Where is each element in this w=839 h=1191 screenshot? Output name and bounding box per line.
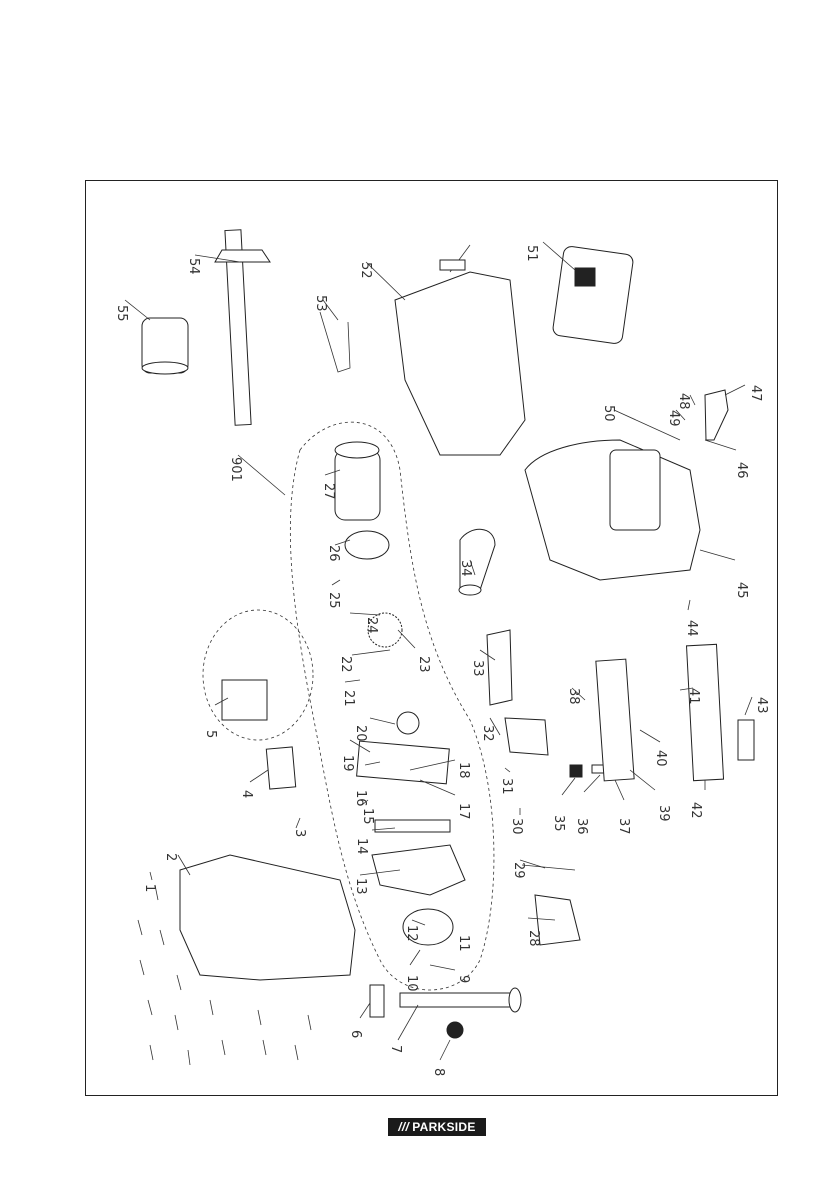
part-label-50: 50 [601,405,616,422]
part-label-35: 35 [551,815,566,832]
part-label-49: 49 [666,410,681,427]
part-label-55: 55 [114,305,129,322]
part-label-48: 48 [676,393,691,410]
part-label-16: 16 [353,790,368,807]
part-label-27: 27 [321,483,336,500]
part-label-10: 10 [404,975,419,992]
part-label-5: 5 [203,730,218,738]
part-label-9: 9 [456,975,471,983]
part-label-18: 18 [456,762,471,779]
part-label-45: 45 [734,582,749,599]
part-label-14: 14 [354,838,369,855]
part-label-901: 901 [228,457,243,482]
part-2-housing-shell [180,855,355,980]
part-33-block [487,630,512,705]
part-45-housing [525,440,700,580]
logo-slashes: /// [398,1120,409,1134]
part-label-22: 22 [338,656,353,673]
part-label-37: 37 [616,818,631,835]
part-19-carrier [357,741,450,784]
part-label-13: 13 [353,878,368,895]
part-6-pad [370,985,384,1017]
part-label-38: 38 [566,688,581,705]
part-7-rod [400,988,521,1012]
part-53-hex-key [320,312,350,372]
part-label-43: 43 [754,697,769,714]
part-label-19: 19 [340,755,355,772]
part-55-sleeve [142,318,188,374]
part-label-29: 29 [511,862,526,879]
part-20-bearing [397,712,419,734]
part-label-1: 1 [142,884,157,892]
part-label-40: 40 [653,750,668,767]
part-label-20: 20 [353,725,368,742]
part-label-12: 12 [404,925,419,942]
part-label-8: 8 [431,1068,446,1076]
part-label-42: 42 [688,802,703,819]
part-label-47: 47 [748,385,763,402]
part-label-24: 24 [364,617,379,634]
part-14-plunger [375,820,450,832]
part-label-46: 46 [734,462,749,479]
part-8-knob [447,1022,463,1038]
part-label-11: 11 [456,935,471,952]
part-52-charger [395,245,525,455]
part-42-shoe [687,644,724,780]
part-26-plate [345,531,389,559]
part-label-15: 15 [360,808,375,825]
part-label-23: 23 [416,656,431,673]
part-39-base [596,659,634,781]
part-label-25: 25 [326,592,341,609]
parkside-logo: /// PARKSIDE [388,1118,486,1136]
logo-brand-name: PARKSIDE [412,1120,476,1134]
part-label-3: 3 [292,829,307,837]
part-label-17: 17 [456,803,471,820]
part-label-33: 33 [470,660,485,677]
part-label-7: 7 [388,1045,403,1053]
part-29-wire [522,865,575,870]
part-label-28: 28 [526,930,541,947]
part-5-switch [222,680,267,720]
part-label-53: 53 [313,295,328,312]
part-label-26: 26 [326,545,341,562]
part-43-pad [738,720,754,760]
part-label-21: 21 [341,690,356,707]
part-label-51: 51 [524,245,539,262]
part-label-54: 54 [186,258,201,275]
part-label-41: 41 [686,688,701,705]
part-4-plate [266,747,295,789]
part-label-44: 44 [684,620,699,637]
part-label-52: 52 [358,262,373,279]
part-35-nut [570,765,582,777]
part-label-36: 36 [574,818,589,835]
part-label-31: 31 [499,778,514,795]
part-label-39: 39 [656,805,671,822]
part-13-cover [372,845,465,895]
part-label-2: 2 [163,853,178,861]
part-32-roller [505,718,548,755]
part-label-6: 6 [348,1030,363,1038]
part-47-lever [705,390,728,440]
part-label-30: 30 [509,818,524,835]
part-27-motor [335,442,380,520]
part-label-4: 4 [239,790,254,798]
part-label-32: 32 [480,725,495,742]
part-label-34: 34 [458,560,473,577]
